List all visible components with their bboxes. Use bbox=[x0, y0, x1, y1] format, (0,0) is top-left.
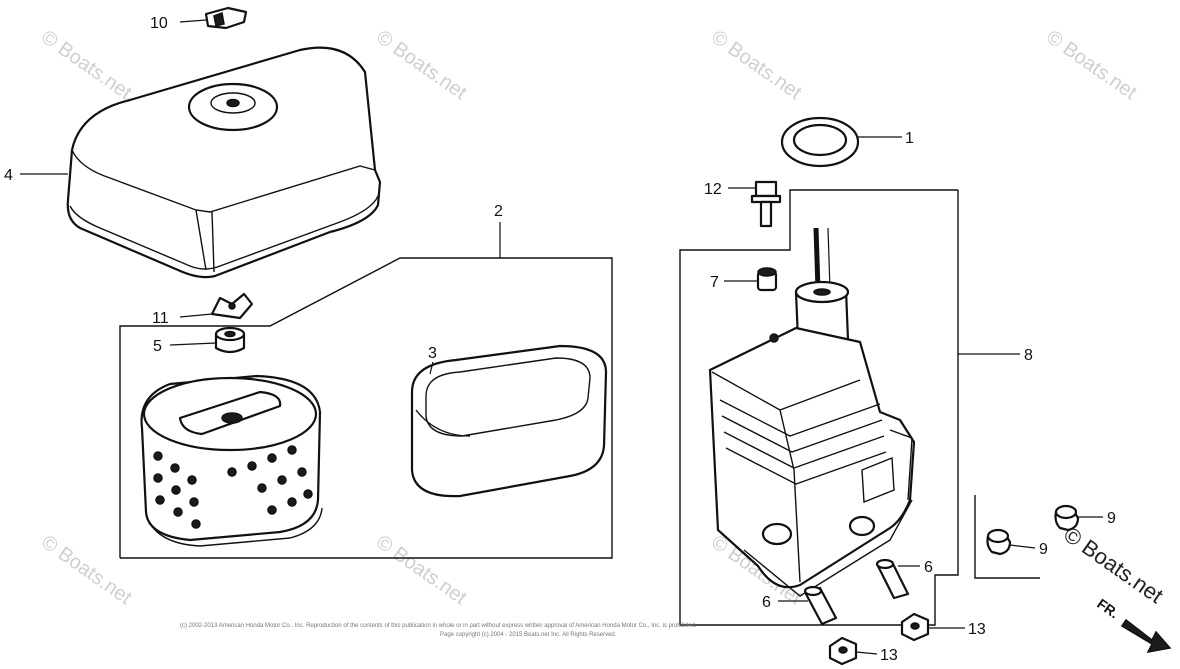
wing-nut-part-11 bbox=[210, 292, 254, 320]
callout-3: 3 bbox=[428, 345, 437, 362]
air-filter-assembly-frame bbox=[119, 257, 613, 559]
watermark-dark: © Boats.net bbox=[1059, 522, 1168, 609]
wing-clip-part-10 bbox=[204, 6, 248, 30]
callout-9-upper: 9 bbox=[1107, 510, 1116, 527]
callout-13-left: 13 bbox=[880, 647, 898, 664]
bolt-part-12 bbox=[750, 180, 782, 228]
foam-element-part-3 bbox=[410, 344, 608, 498]
front-direction-label: FR. bbox=[1094, 595, 1122, 621]
watermark: © Boats.net bbox=[1042, 26, 1141, 104]
nut-part-13-left bbox=[828, 636, 858, 666]
watermark: © Boats.net bbox=[372, 26, 471, 104]
cap-part-9-upper bbox=[1054, 504, 1080, 532]
callout-2: 2 bbox=[494, 203, 503, 220]
watermark: © Boats.net bbox=[707, 26, 806, 104]
callout-7: 7 bbox=[710, 274, 719, 291]
cap-group-frame bbox=[974, 495, 1040, 579]
callout-13-right: 13 bbox=[968, 621, 986, 638]
cap-part-9-lower bbox=[986, 528, 1012, 556]
air-cleaner-cover bbox=[66, 46, 382, 279]
air-cleaner-case-frame bbox=[679, 189, 959, 626]
arrow-icon bbox=[1120, 618, 1172, 654]
callout-8: 8 bbox=[1024, 347, 1033, 364]
callout-1: 1 bbox=[905, 130, 914, 147]
callout-5: 5 bbox=[153, 338, 162, 355]
gasket-ring-part-1 bbox=[780, 116, 860, 168]
front-direction-indicator: FR. bbox=[1094, 595, 1172, 654]
callout-4: 4 bbox=[4, 167, 13, 184]
air-cleaner-case bbox=[708, 227, 916, 597]
watermark: © Boats.net bbox=[37, 26, 136, 104]
nut-part-13-right bbox=[900, 612, 930, 642]
leader-lines bbox=[20, 19, 1103, 655]
collar-part-7 bbox=[756, 267, 778, 292]
callout-6-left: 6 bbox=[762, 594, 771, 611]
callout-6-right: 6 bbox=[924, 559, 933, 576]
tube-part-6-left bbox=[803, 585, 838, 626]
callout-11: 11 bbox=[152, 310, 169, 327]
tube-part-6-right bbox=[875, 558, 910, 600]
callout-9-lower: 9 bbox=[1039, 541, 1048, 558]
callout-10: 10 bbox=[150, 15, 168, 32]
copyright-notice: (c) 2002-2013 American Honda Motor Co., … bbox=[180, 623, 697, 638]
grommet-part-5 bbox=[214, 326, 246, 354]
copyright-line-2: Page copyright (c) 2004 - 2015 Boats.net… bbox=[440, 632, 617, 638]
filter-holes bbox=[153, 445, 313, 529]
callout-12: 12 bbox=[704, 181, 722, 198]
watermark: © Boats.net bbox=[372, 531, 471, 609]
callout-numbers: 10 4 2 11 5 3 1 12 7 8 6 6 9 9 13 13 bbox=[4, 15, 1116, 664]
copyright-line-1: (c) 2002-2013 American Honda Motor Co., … bbox=[180, 623, 697, 629]
air-filter-element bbox=[140, 374, 323, 547]
watermark: © Boats.net bbox=[37, 531, 136, 609]
